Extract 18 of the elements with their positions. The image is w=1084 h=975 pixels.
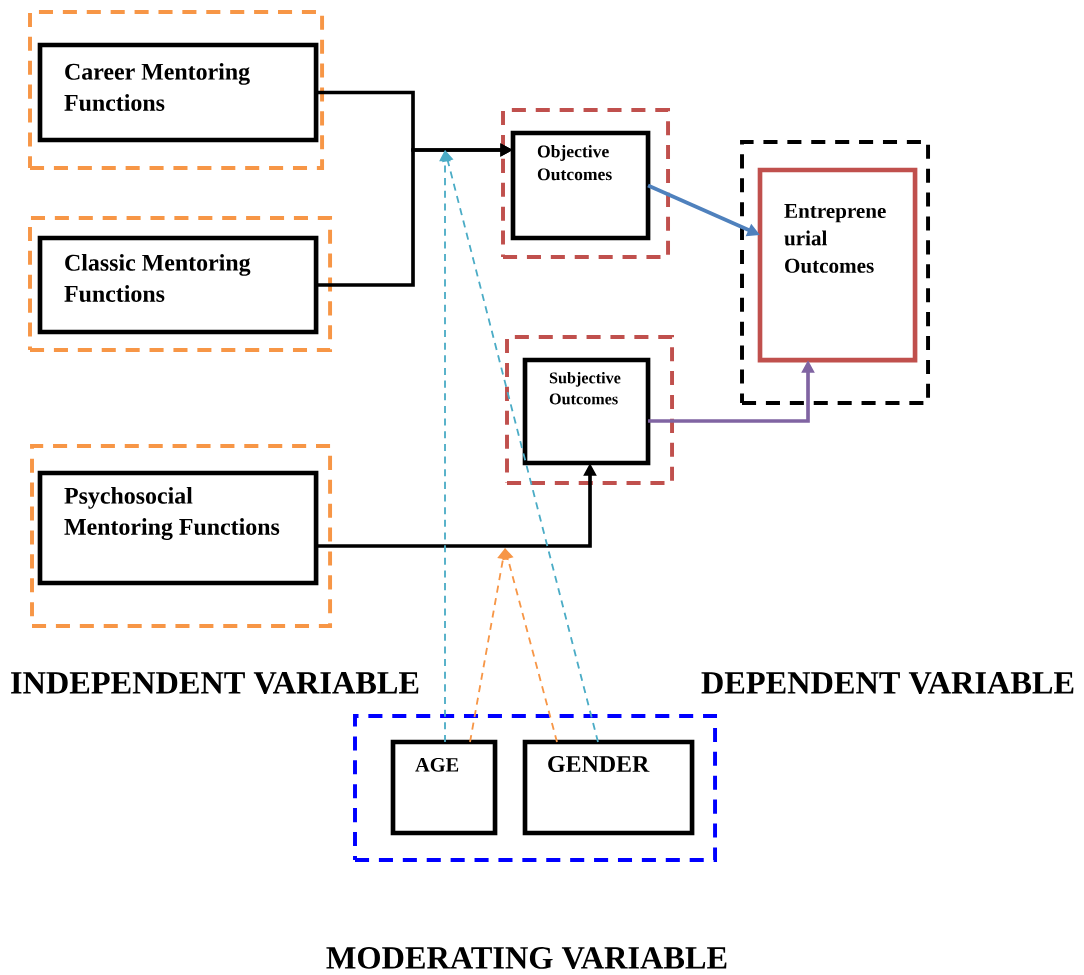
dashed-frame xyxy=(28,216,333,352)
dashed-frame xyxy=(501,108,670,259)
dashed-frame xyxy=(353,714,717,862)
text-box: Classic Mentoring Functions xyxy=(37,235,319,335)
text-box: Subjective Outcomes xyxy=(522,357,651,466)
text-box: GENDER xyxy=(522,739,695,836)
text-box: Psychosocial Mentoring Functions xyxy=(37,470,319,586)
text-box: Entreprene urial Outcomes xyxy=(757,167,918,363)
dashed-frame xyxy=(28,10,325,170)
dashed-frame xyxy=(505,335,674,485)
dashed-frame xyxy=(30,444,333,628)
text-box: AGE xyxy=(390,739,498,836)
section-label: DEPENDENT VARIABLE xyxy=(701,672,1074,694)
text-box: Career Mentoring Functions xyxy=(37,42,319,143)
text-box: Objective Outcomes xyxy=(510,130,651,241)
dashed-frame xyxy=(740,140,930,406)
section-label: MODERATING VARIABLE xyxy=(326,947,727,969)
section-label: INDEPENDENT VARIABLE xyxy=(11,672,419,694)
